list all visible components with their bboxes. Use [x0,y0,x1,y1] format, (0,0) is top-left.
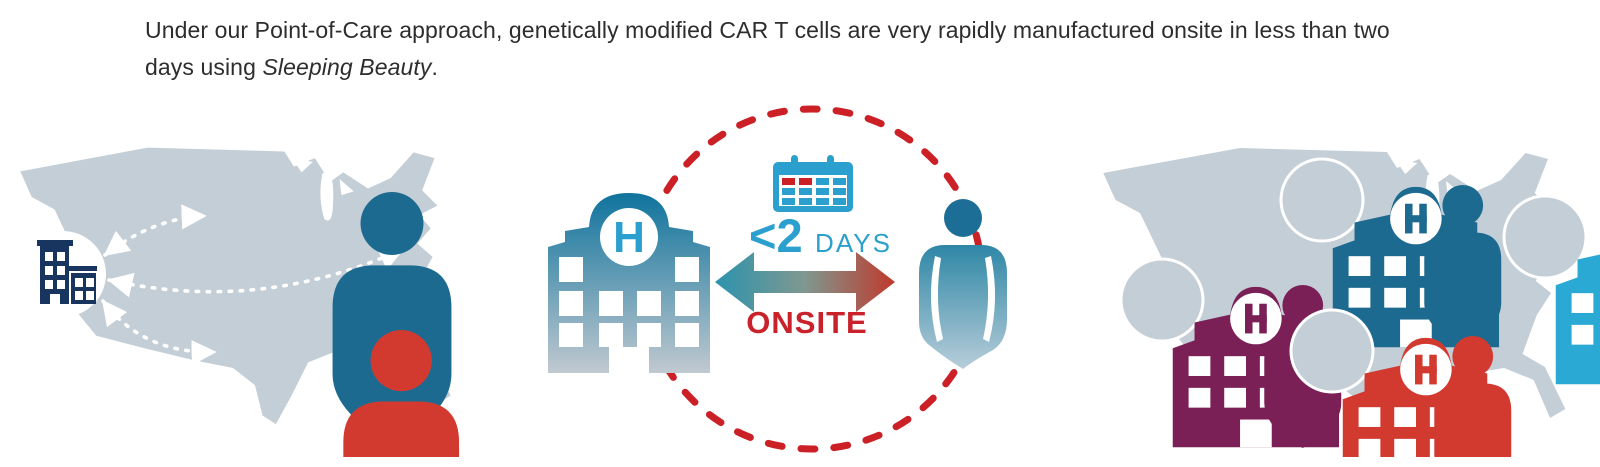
less-than-two-days-label: <2 DAYS [749,209,892,262]
site-marker-east [1502,194,1600,385]
site-marker-south [1289,308,1512,457]
centralized-shipping-map [20,147,460,457]
headline-line2: days using Sleeping Beauty. [145,49,1465,86]
route-to-south-patient [101,299,217,366]
hospital-h-badge [600,208,658,266]
patient-arm-gap-left [930,256,943,342]
days-word: DAYS [815,228,892,258]
onsite-cycle-diagram: H [548,105,1007,453]
hospital-door [609,347,649,373]
site-circle [1119,257,1205,343]
headline-line2-suffix: . [431,54,438,80]
headline-line1: Under our Point-of-Care approach, geneti… [145,17,1390,43]
bidirectional-arrow [715,252,895,312]
site-marker-west [1119,257,1342,448]
point-of-care-network-map [1103,148,1600,457]
calendar-cells-blue [782,178,846,205]
onsite-label: ONSITE [746,305,867,340]
calendar-cells-red [782,178,812,185]
calendar-icon [773,155,853,212]
headline-line2-prefix: days using [145,54,263,80]
factory-building-icon [37,240,97,304]
less-than-two: <2 [749,209,803,262]
patient-head [944,199,982,237]
site-circle [1279,157,1365,243]
patient-arm-gap-right [983,256,996,342]
hospital-h-letter: H [613,213,645,262]
site-marker-north [1279,157,1502,348]
headline: Under our Point-of-Care approach, geneti… [145,12,1465,86]
patient-icon-large [919,199,1007,369]
headline-line2-italic: Sleeping Beauty [262,54,432,80]
hospital-body [548,193,710,373]
hospital-icon: H [548,193,710,373]
site-circle [1289,308,1375,394]
site-circle [1502,194,1588,280]
shipping-routes [101,204,405,366]
hospital-windows [559,257,699,347]
